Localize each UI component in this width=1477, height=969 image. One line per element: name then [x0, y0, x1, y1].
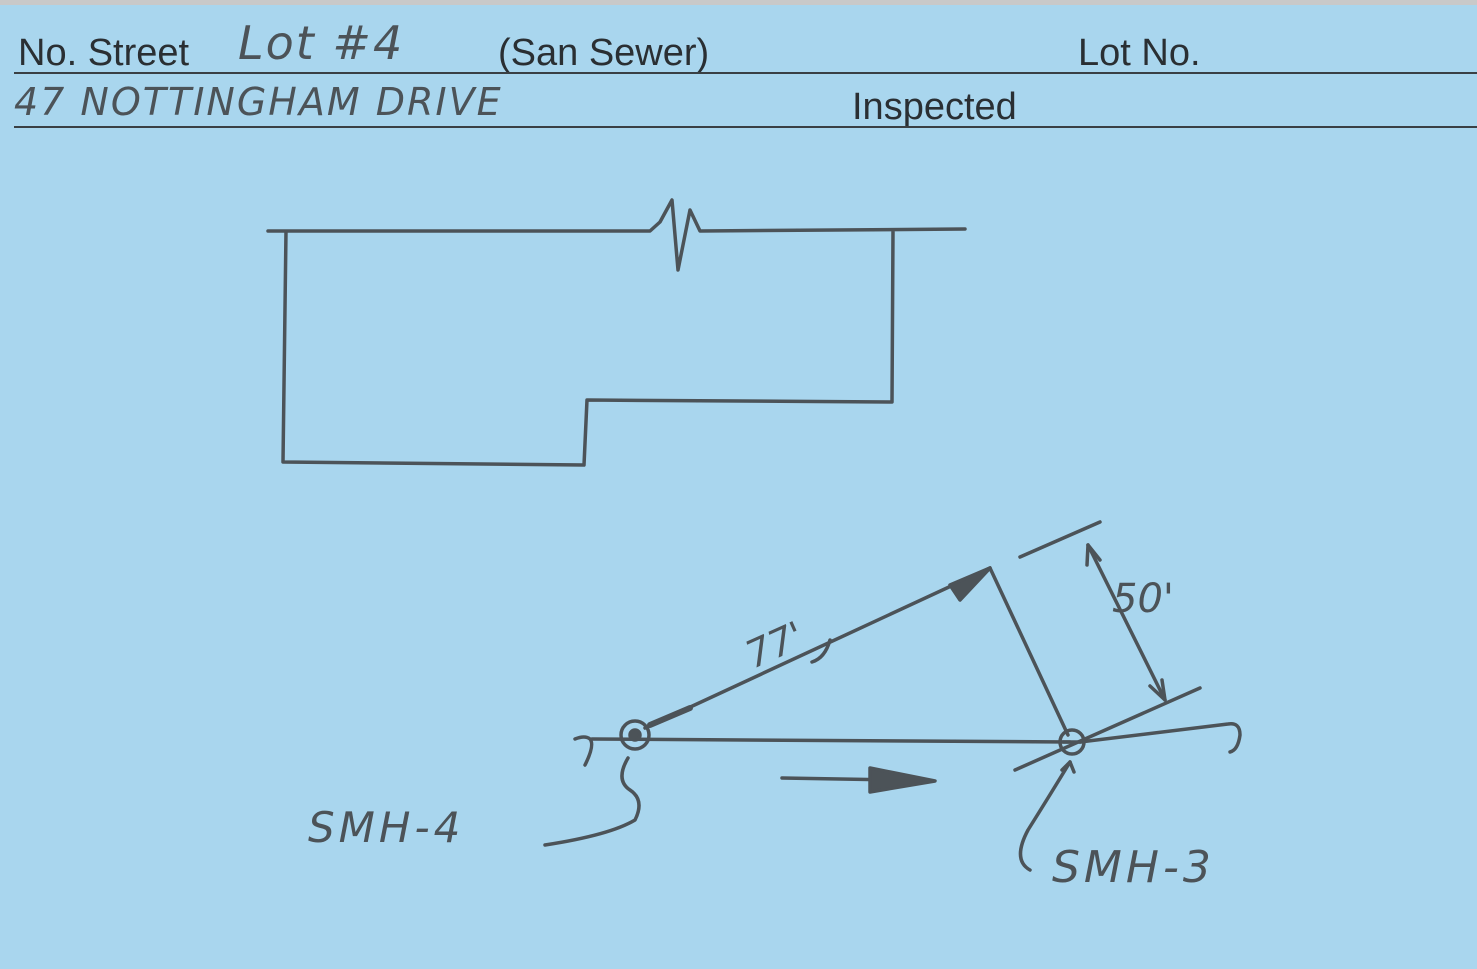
smh4-leader [543, 756, 641, 847]
smh3-leader [1018, 760, 1072, 872]
header-rule-2 [14, 126, 1477, 128]
sewer-main-line [590, 737, 1072, 744]
smh4-symbol [619, 719, 651, 751]
inspected-label: Inspected [852, 86, 1017, 128]
dim-arrow-top [1085, 543, 1102, 567]
dim-ext-top [1018, 520, 1102, 559]
dimension-77-label: 77' [739, 613, 811, 677]
branch-line [988, 566, 1070, 737]
header-rule-1 [14, 72, 1477, 74]
house-outline [266, 198, 967, 467]
street-note: (San Sewer) [498, 32, 710, 74]
lateral-line [643, 566, 992, 730]
lateral-tick [647, 705, 693, 728]
dim-arrow-bottom [1148, 678, 1167, 702]
street-handwritten: Lot #4 [238, 16, 405, 70]
dim-line [1086, 543, 1167, 702]
lateral-arrowhead [948, 566, 992, 602]
smh4-label: SMH-4 [308, 803, 464, 852]
smh3-label: SMH-3 [1052, 842, 1215, 893]
sewer-main-ext-left [573, 735, 594, 767]
sewer-main-ext-right [1078, 721, 1242, 754]
card-top-edge [0, 0, 1477, 5]
address-handwritten: 47 NOTTINGHAM DRIVE [14, 80, 503, 124]
flow-arrow-head [868, 766, 937, 794]
dim-ext-bottom [1013, 686, 1202, 772]
smh3-symbol [1058, 728, 1086, 756]
street-label: No. Street [18, 32, 190, 74]
dimension-50-label: 50' [1112, 576, 1174, 622]
lot-no-label: Lot No. [1078, 32, 1201, 74]
